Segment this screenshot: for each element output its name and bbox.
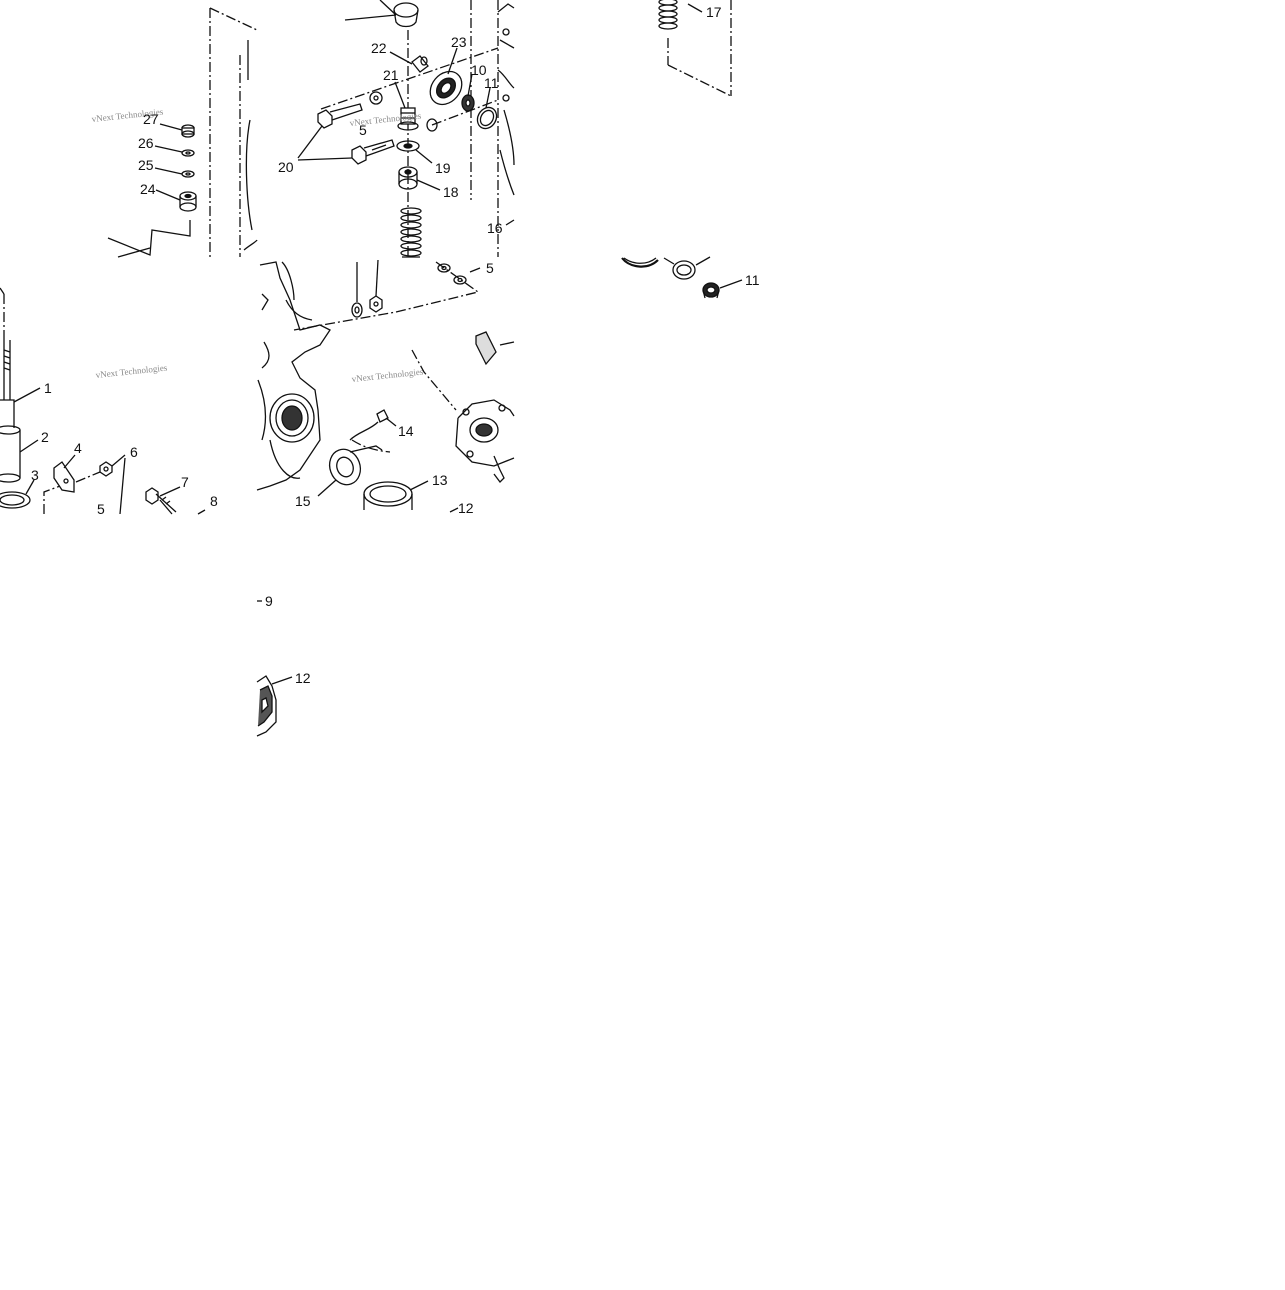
part-14-sensor xyxy=(349,409,389,441)
callout-6: 6 xyxy=(130,444,138,460)
tile-center xyxy=(256,256,515,513)
callout-26: 26 xyxy=(138,135,154,151)
callout-7: 7 xyxy=(181,474,189,490)
part-19-washer xyxy=(396,140,420,152)
tile-top-middle xyxy=(297,0,515,257)
part-5-washers xyxy=(437,263,467,285)
tile-top-right xyxy=(658,0,732,97)
callout-1: 1 xyxy=(44,380,52,396)
part-12-ring-right xyxy=(672,260,696,280)
callout-2: 2 xyxy=(41,429,49,445)
callout-9: 9 xyxy=(265,593,273,609)
steering-knuckle xyxy=(256,261,331,491)
callout-24: 24 xyxy=(140,181,156,197)
callout-22: 22 xyxy=(371,40,387,56)
callout-4: 4 xyxy=(74,440,82,456)
part-20-bolt-upper xyxy=(317,91,383,129)
callout-10: 12 xyxy=(295,670,311,686)
part-11-bearing xyxy=(461,94,475,112)
callout-12-upper: 11 xyxy=(484,75,499,91)
part-15-ring xyxy=(328,445,383,486)
callout-20: 20 xyxy=(278,159,294,175)
callout-labels: 27 26 25 24 22 23 21 10 11 5 19 20 18 16… xyxy=(31,4,760,686)
part-13-bearing-ring xyxy=(363,481,413,510)
part-18-bushing xyxy=(398,166,418,190)
part-7-bolt xyxy=(145,487,177,515)
spring-upper xyxy=(400,207,422,257)
part-11-bearing-right xyxy=(702,282,720,299)
part-6-nut xyxy=(99,461,113,477)
tile-top-left xyxy=(107,7,258,258)
tile-bottom-center xyxy=(256,675,293,737)
top-cap xyxy=(393,2,419,28)
part-26-washer xyxy=(181,149,195,157)
part-21-fitting xyxy=(397,107,419,131)
part-23-seal xyxy=(429,70,463,106)
part-20-bolt-lower xyxy=(351,139,395,165)
wedge-block xyxy=(475,331,497,366)
part-1-shaft xyxy=(0,340,15,428)
callout-21: 21 xyxy=(383,67,399,83)
callout-17: 17 xyxy=(706,4,722,20)
tile-middle-right xyxy=(621,256,743,299)
callout-5-lower: 5 xyxy=(97,501,105,517)
part-22-pin xyxy=(411,55,429,73)
caliper-housing xyxy=(497,3,515,196)
part-12-ring xyxy=(476,106,498,130)
callout-25: 25 xyxy=(138,157,154,173)
part-27-nut xyxy=(181,124,195,138)
callout-15: 15 xyxy=(295,493,311,509)
hub-flange xyxy=(455,399,515,483)
callout-27: 27 xyxy=(143,111,159,127)
callout-11-upper: 10 xyxy=(471,62,487,78)
callout-13: 13 xyxy=(432,472,448,488)
part-25-washer xyxy=(181,170,195,178)
tile-middle-left xyxy=(0,287,206,515)
spring-right xyxy=(658,0,678,30)
callout-5-upper: 5 xyxy=(359,122,367,138)
part-24-bushing xyxy=(179,191,197,212)
part-3-ring xyxy=(0,491,31,509)
part-10-fragment xyxy=(256,675,277,737)
callout-16: 16 xyxy=(487,220,503,236)
callout-19: 19 xyxy=(435,160,451,176)
callout-5-middle: 5 xyxy=(486,260,494,276)
callout-12-lower: 12 xyxy=(458,500,474,516)
watermark-center: vNext Technologies xyxy=(351,366,424,384)
callout-11-right: 11 xyxy=(745,272,760,288)
watermark-middle-left: vNext Technologies xyxy=(95,362,168,380)
callout-3: 3 xyxy=(31,467,39,483)
callout-23: 23 xyxy=(451,34,467,50)
callout-14: 14 xyxy=(398,423,414,439)
part-2-cylinder xyxy=(0,425,21,483)
callout-8: 8 xyxy=(210,493,218,509)
callout-18: 18 xyxy=(443,184,459,200)
part-4-bracket xyxy=(53,461,75,493)
